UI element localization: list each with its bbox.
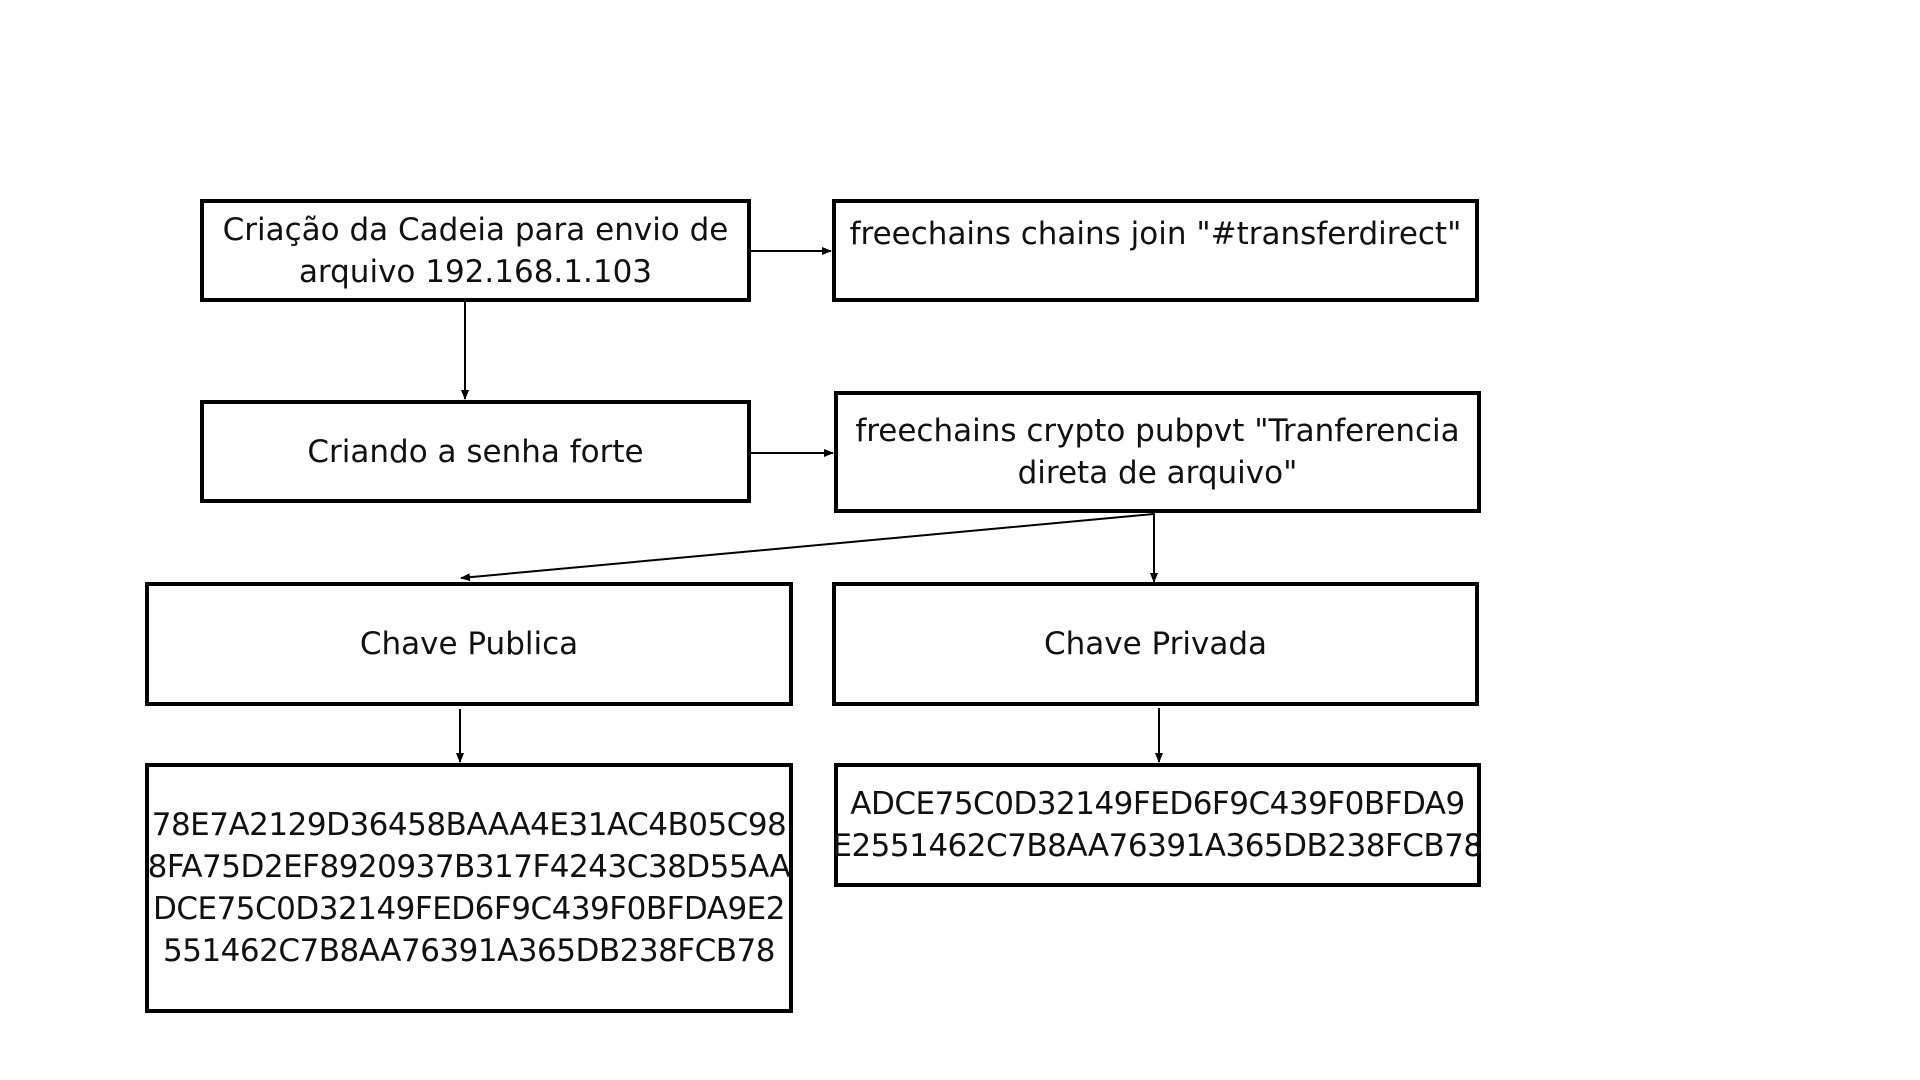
node-strong-password-label: Criando a senha forte bbox=[307, 433, 644, 470]
node-public-key-value-label: 78E7A2129D36458BAAA4E31AC4B05C98 8FA75D2… bbox=[147, 807, 791, 969]
node-public-key: Chave Publica bbox=[145, 582, 793, 706]
node-private-key: Chave Privada bbox=[832, 582, 1479, 706]
node-pubpvt-command-label: freechains crypto pubpvt "Tranferencia d… bbox=[855, 413, 1460, 491]
node-private-key-label: Chave Privada bbox=[1043, 626, 1268, 662]
node-join-command-label: freechains chains join "#transferdirect" bbox=[849, 216, 1462, 252]
node-private-key-value: ADCE75C0D32149FED6F9C439F0BFDA9 E2551462… bbox=[832, 763, 1483, 887]
node-join-command: freechains chains join "#transferdirect" bbox=[832, 199, 1479, 302]
node-create-chain-label: Criação da Cadeia para envio de arquivo … bbox=[222, 211, 729, 290]
node-public-key-value: 78E7A2129D36458BAAA4E31AC4B05C98 8FA75D2… bbox=[145, 763, 793, 1013]
node-public-key-label: Chave Publica bbox=[359, 626, 579, 662]
node-pubpvt-command: freechains crypto pubpvt "Tranferencia d… bbox=[834, 391, 1481, 513]
node-private-key-value-label: ADCE75C0D32149FED6F9C439F0BFDA9 E2551462… bbox=[832, 786, 1483, 864]
node-strong-password: Criando a senha forte bbox=[200, 400, 751, 503]
node-create-chain: Criação da Cadeia para envio de arquivo … bbox=[200, 199, 751, 302]
edge-pubpvt-to-public-key bbox=[460, 513, 1155, 582]
